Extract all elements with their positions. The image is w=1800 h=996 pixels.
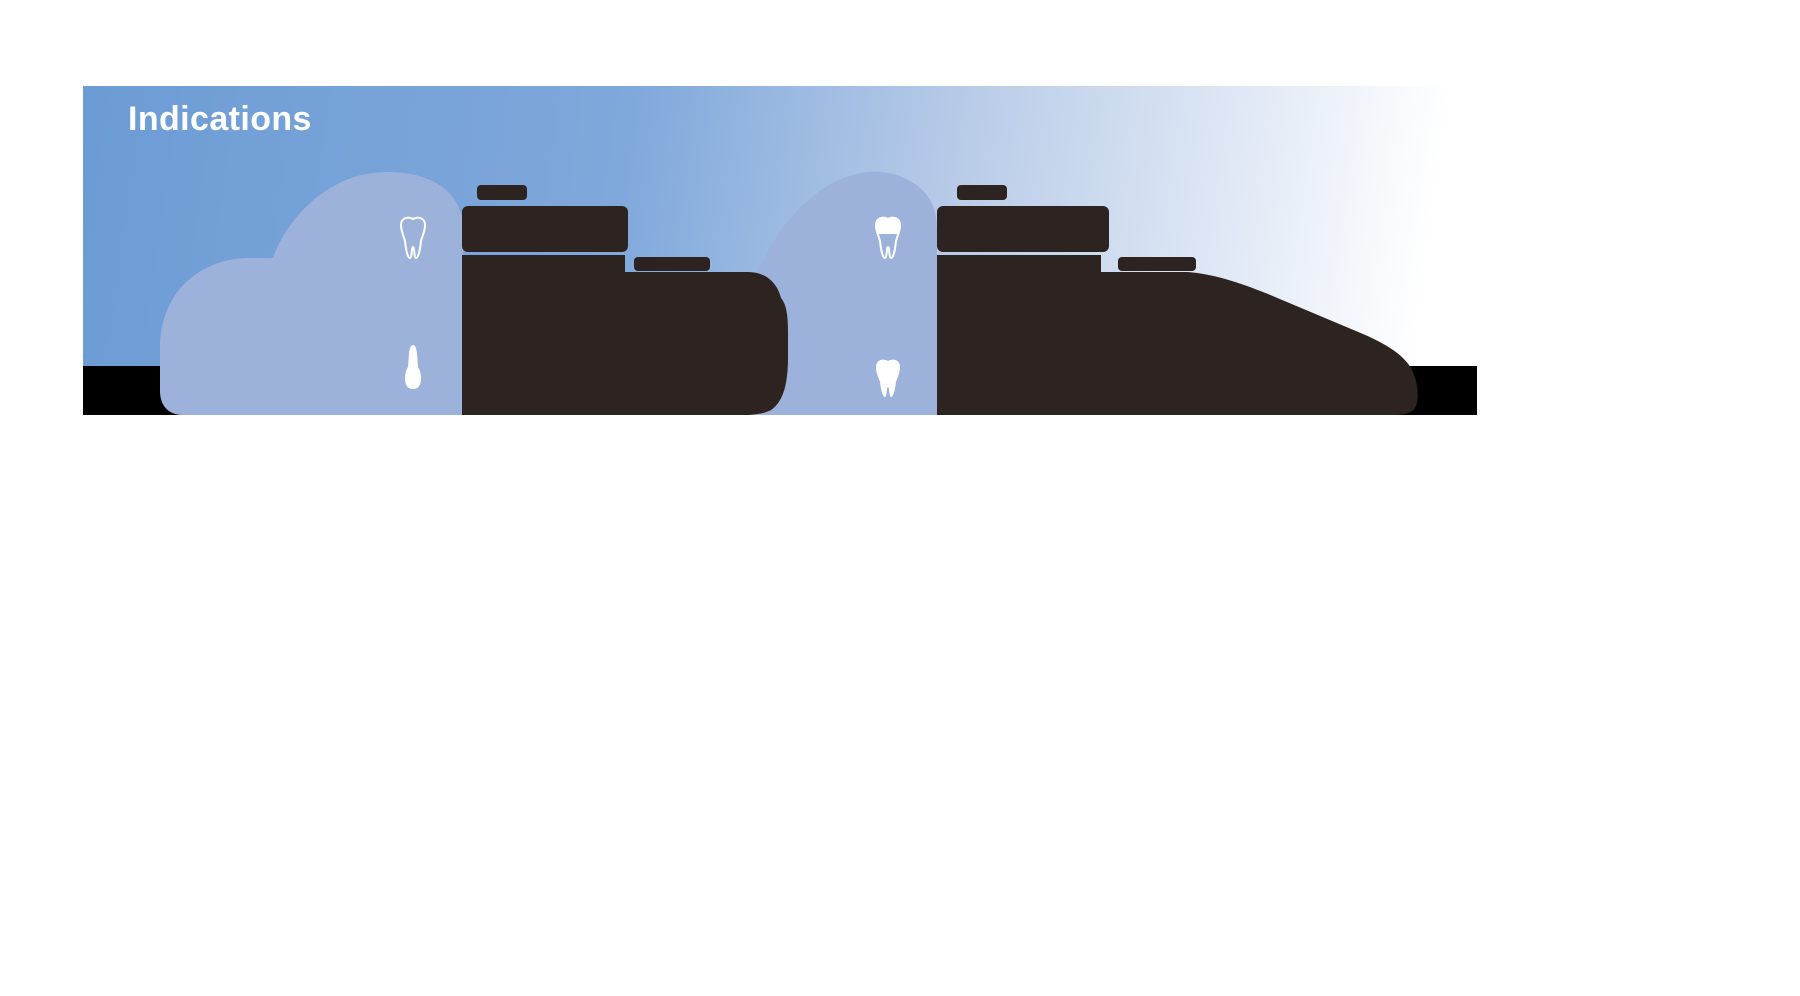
redacted-text-right-heading <box>937 206 1109 252</box>
molar-crown-filled-icon <box>875 216 901 259</box>
molar-outline-icon <box>400 216 426 259</box>
incisor-filled-icon <box>405 345 421 389</box>
redacted-text-right-block <box>937 255 1418 415</box>
redacted-text-left-block <box>462 255 788 415</box>
indications-banner: Indications <box>83 86 1477 415</box>
redacted-text-left-caption <box>634 257 710 271</box>
redacted-text-left-small <box>477 185 527 200</box>
redacted-text-right-small <box>957 185 1007 200</box>
molar-filled-icon <box>876 359 900 397</box>
redacted-text-right-caption <box>1118 257 1196 271</box>
banner-title: Indications <box>128 100 312 138</box>
left-blob <box>160 172 463 415</box>
redacted-text-left-heading <box>462 206 628 252</box>
